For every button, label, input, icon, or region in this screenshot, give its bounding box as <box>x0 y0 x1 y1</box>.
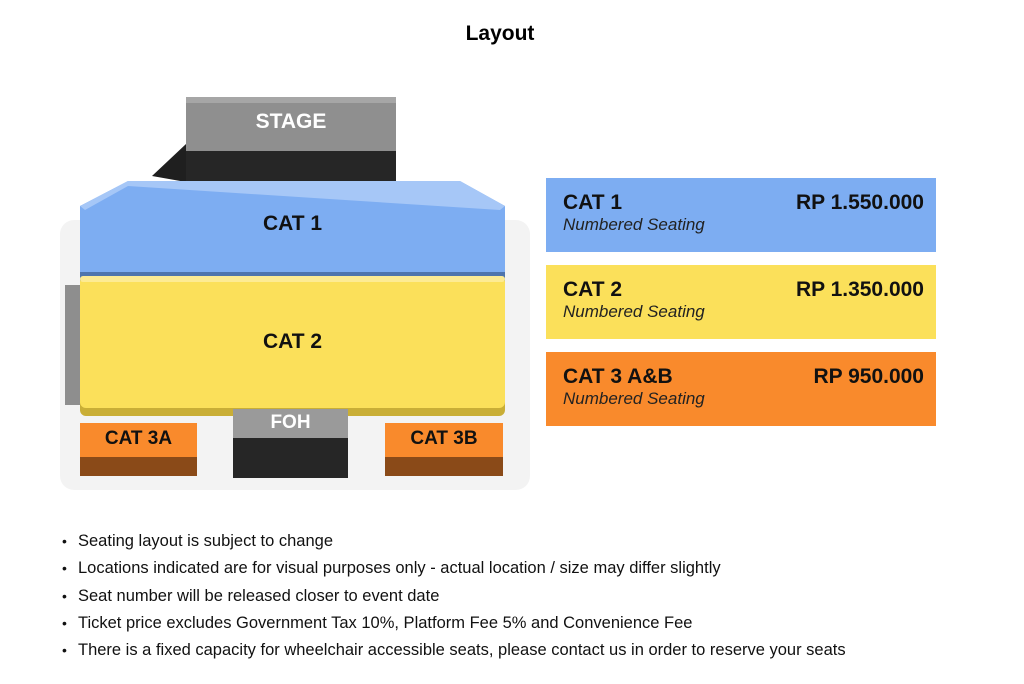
category-name: CAT 1 <box>563 191 623 214</box>
notes-list: Seating layout is subject to change Loca… <box>60 528 846 665</box>
category-card-cat3[interactable]: CAT 3 A&B Numbered Seating RP 950.000 <box>546 352 936 426</box>
cat2-map-label: CAT 2 <box>262 330 323 353</box>
page-title: Layout <box>465 22 535 45</box>
cat1-section[interactable] <box>80 181 505 282</box>
category-name: CAT 3 A&B <box>563 365 673 388</box>
category-seating-type: Numbered Seating <box>563 302 705 321</box>
stage-label: STAGE <box>255 110 327 133</box>
category-card-cat2[interactable]: CAT 2 Numbered Seating RP 1.350.000 <box>546 265 936 339</box>
note-item: Ticket price excludes Government Tax 10%… <box>60 610 846 638</box>
category-name: CAT 2 <box>563 278 623 301</box>
category-seating-type: Numbered Seating <box>563 389 705 408</box>
cat3a-section[interactable] <box>80 423 197 476</box>
foh-block <box>233 409 348 478</box>
note-item: There is a fixed capacity for wheelchair… <box>60 637 846 665</box>
cat3b-map-label: CAT 3B <box>410 428 478 449</box>
note-item: Seating layout is subject to change <box>60 528 846 556</box>
venue-map-graphic <box>60 97 530 490</box>
foh-label: FOH <box>270 412 311 433</box>
cat3b-section[interactable] <box>385 423 503 476</box>
venue-seating-map: STAGE CAT 1 CAT 2 FOH CAT 3A CAT 3B <box>0 0 540 500</box>
note-item: Locations indicated are for visual purpo… <box>60 555 846 583</box>
category-price: RP 1.350.000 <box>795 278 924 301</box>
category-price: RP 950.000 <box>813 365 924 388</box>
category-card-cat1[interactable]: CAT 1 Numbered Seating RP 1.550.000 <box>546 178 936 252</box>
note-item: Seat number will be released closer to e… <box>60 583 846 611</box>
cat2-section[interactable] <box>65 276 505 416</box>
cat3a-map-label: CAT 3A <box>104 428 173 449</box>
cat1-map-label: CAT 1 <box>262 212 323 235</box>
category-price: RP 1.550.000 <box>795 191 924 214</box>
category-seating-type: Numbered Seating <box>563 215 705 234</box>
stage-block[interactable] <box>152 97 396 186</box>
